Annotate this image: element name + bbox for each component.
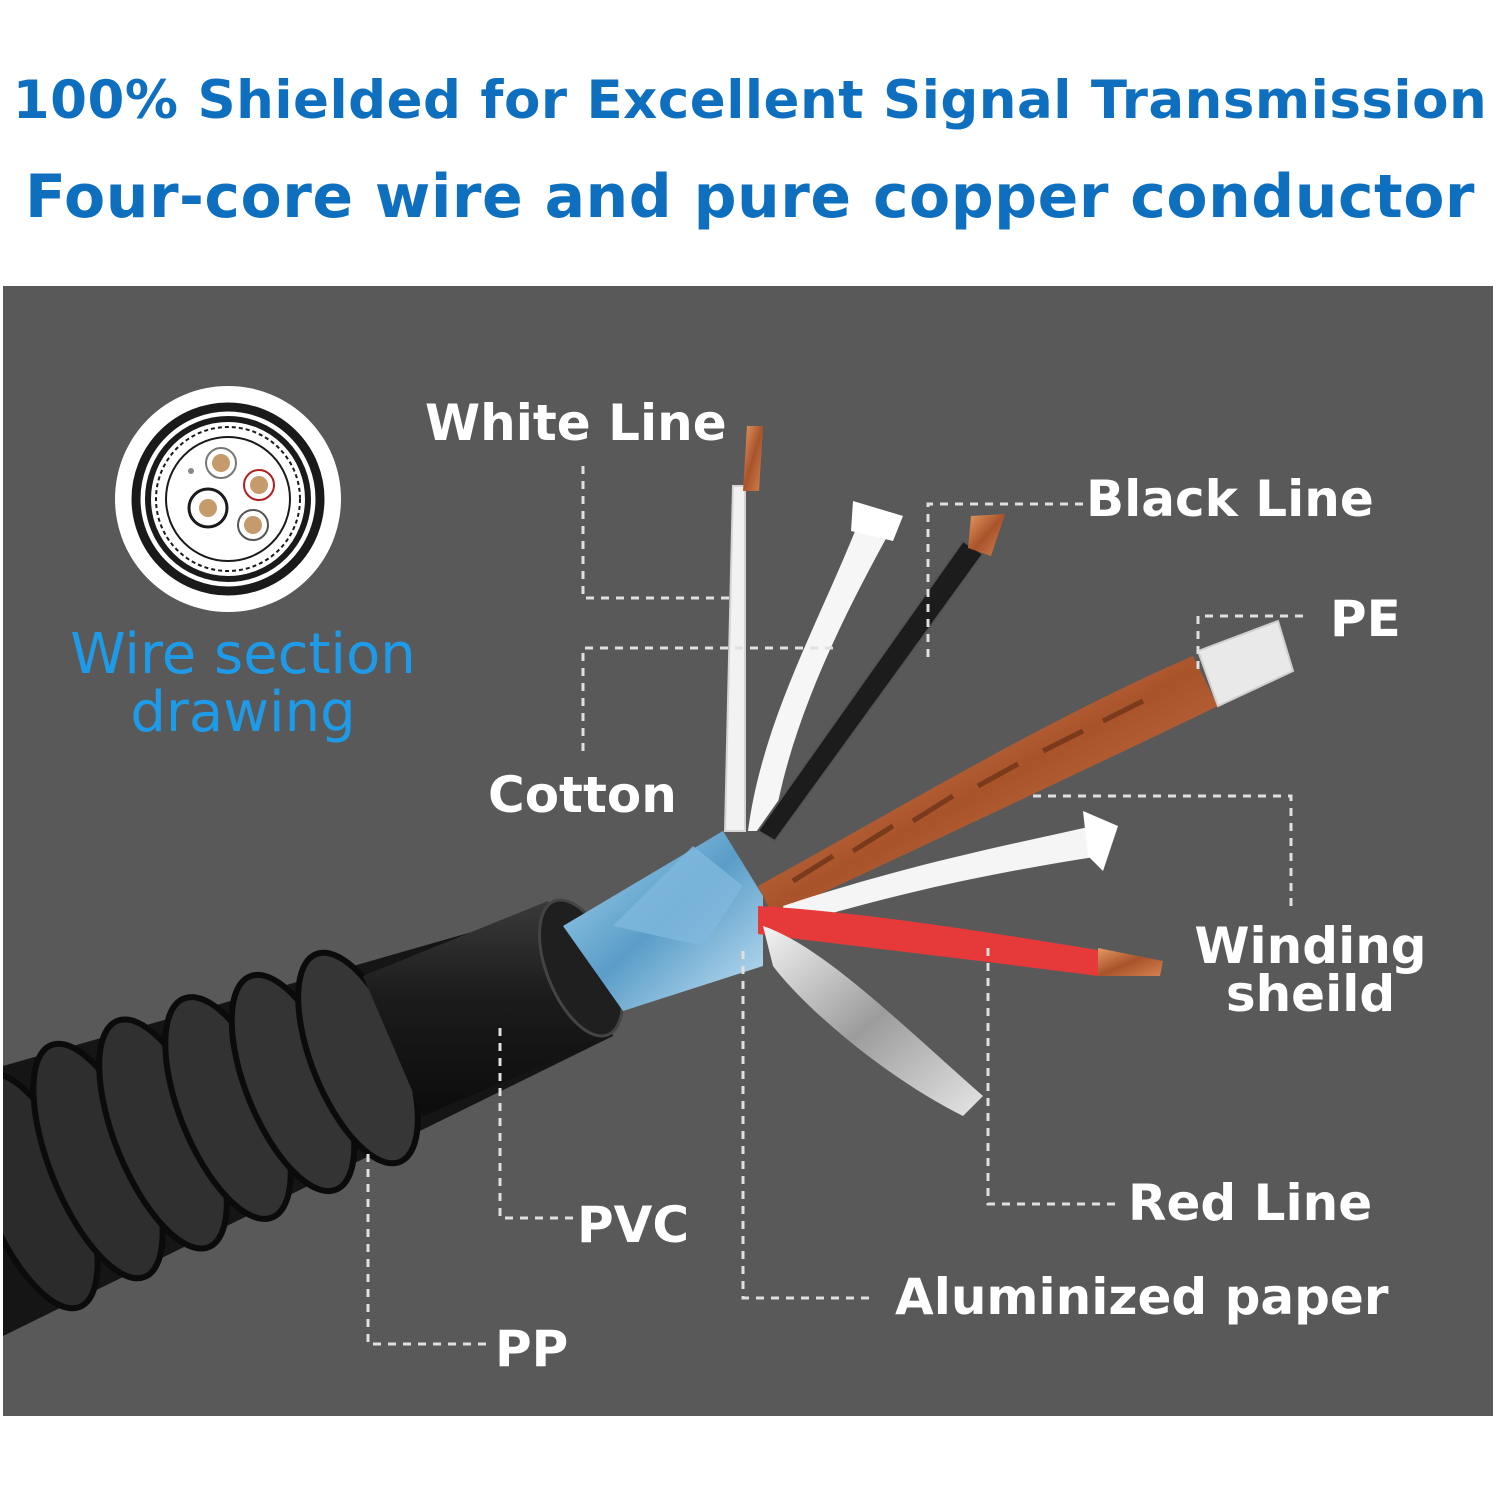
blue-shield-wrap — [563, 831, 763, 1011]
headline-shielded: 100% Shielded for Excellent Signal Trans… — [12, 70, 1488, 131]
label-aluminized-paper: Aluminized paper — [895, 1268, 1389, 1326]
black-line-wire — [756, 514, 1005, 843]
label-winding-shield-line1: Winding — [1194, 917, 1427, 975]
label-black-line: Black Line — [1086, 470, 1374, 528]
label-pe: PE — [1330, 590, 1401, 648]
white-strand — [783, 811, 1118, 926]
winding-shield — [758, 619, 1295, 916]
cable-diagram-panel: Wire section drawing White Line Black Li… — [3, 286, 1493, 1416]
white-line-wire — [723, 426, 763, 832]
label-winding-shield-line2: sheild — [1225, 965, 1396, 1023]
wire-section-icon — [115, 386, 341, 612]
aluminized-paper — [763, 926, 983, 1116]
headline-four-core: Four-core wire and pure copper conductor — [24, 162, 1476, 232]
pe-core — [1196, 619, 1295, 708]
label-red-line: Red Line — [1128, 1174, 1373, 1232]
label-white-line: White Line — [425, 394, 727, 452]
wire-section-caption: Wire section drawing — [58, 626, 428, 742]
leader-lines — [366, 466, 1303, 1346]
label-pvc: PVC — [577, 1196, 690, 1254]
label-pp: PP — [495, 1320, 569, 1378]
red-line-wire — [758, 906, 1163, 976]
label-cotton: Cotton — [488, 766, 677, 824]
cotton-filler — [748, 501, 903, 831]
wire-section-caption-line1: Wire section — [70, 622, 416, 687]
wire-section-caption-line2: drawing — [130, 680, 356, 745]
cable-illustration — [3, 386, 1303, 1346]
label-winding-shield: Winding sheild — [1193, 917, 1428, 1023]
